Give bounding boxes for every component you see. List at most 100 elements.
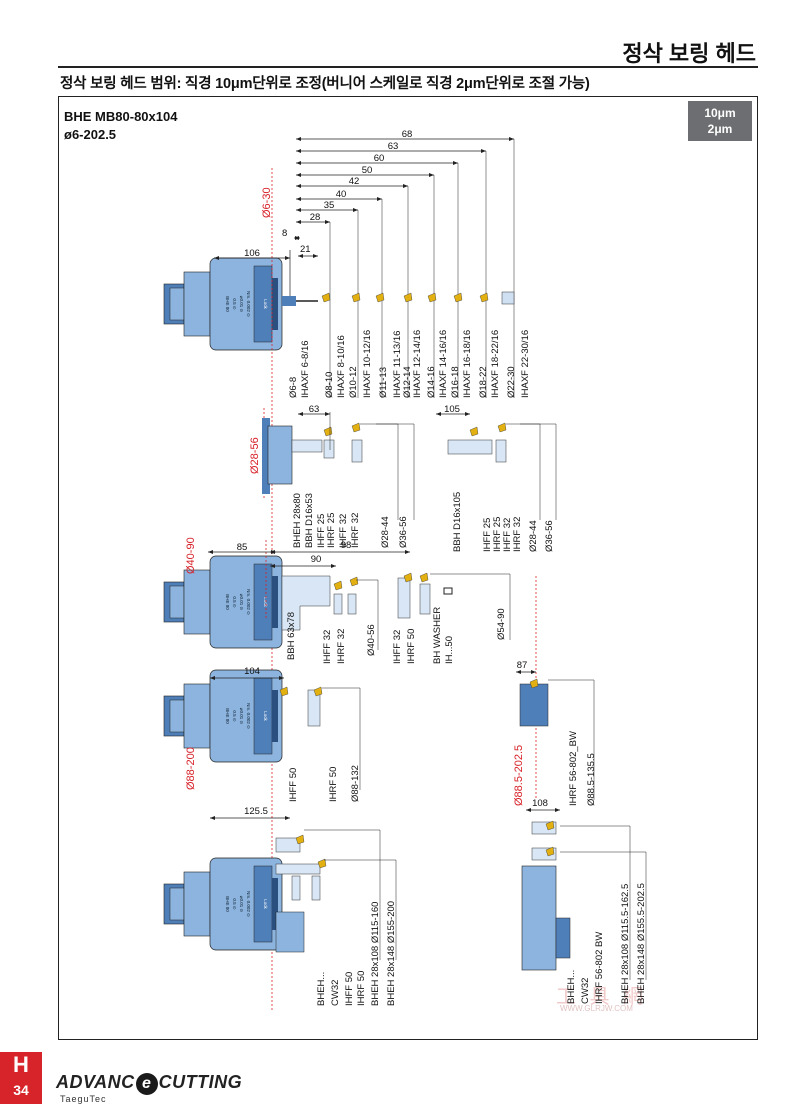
- head-1-slide: [253, 265, 273, 343]
- dim-106-arrow-r: [285, 256, 290, 260]
- dim-ladder-label-7: 68: [402, 129, 413, 140]
- model-block: BHE MB80-80x104 ø6-202.5: [64, 108, 177, 144]
- holder-7-body: [521, 865, 557, 971]
- section3-label-8: Ø54-90: [496, 608, 507, 640]
- head-1-shank-ring: [169, 287, 185, 321]
- dim-ladder-1-arrow-r: [353, 208, 358, 212]
- section5-label-0: IHRF 56-802_BW: [568, 731, 579, 806]
- dim-98-arrow-l: [270, 550, 275, 554]
- brand-e: e: [135, 1073, 158, 1095]
- head-4-scale-text-3: ⌀0.01 ⊙: [239, 708, 244, 725]
- section2b-label-0: BBH D16x105: [452, 492, 463, 552]
- bheh-108: [275, 837, 301, 853]
- section2a-label-6: Ø28-44: [380, 516, 391, 548]
- head-3-neck: [183, 569, 211, 635]
- dim-ladder-5-arrow-r: [453, 161, 458, 165]
- brand-sub: TaeguTec: [60, 1094, 107, 1104]
- dim-108-arrow-l: [526, 808, 531, 812]
- bar-3-2: [347, 593, 357, 615]
- section2a-label-1: BBH D16x53: [304, 493, 315, 548]
- section1-label-8: Ø12-14: [402, 366, 413, 398]
- section7-label-1: CW32: [580, 978, 591, 1004]
- section2b-label-2: IHRF 25: [492, 517, 503, 552]
- dim-85-label: 85: [237, 542, 248, 553]
- dim-106-label: 106: [244, 248, 260, 259]
- bar-6-2: [311, 875, 321, 901]
- insert-7-2: [545, 846, 555, 857]
- bar-2a-2: [323, 439, 335, 459]
- dim-ladder-2-arrow-r: [377, 197, 382, 201]
- head-6-scale-text-3: ⌀0.01 ⊙: [239, 896, 244, 913]
- tool-holder-1: [282, 296, 296, 306]
- section1-range: Ø6-30: [261, 187, 273, 218]
- brand-pre: ADVANC: [56, 1072, 135, 1092]
- section2a-label-5: IHRF 32: [350, 513, 361, 548]
- insert-5: [529, 678, 539, 689]
- watermark-url: WWW.GLRJW.COM: [560, 1004, 633, 1013]
- head-4-lock-text: Lock: [263, 711, 268, 721]
- section7-label-2: IHRF 56-802 BW: [594, 932, 605, 1004]
- insert-3-4: [419, 572, 429, 583]
- head-1-scale-text-1: BHE 80: [225, 296, 230, 312]
- section1-label-6: Ø11-13: [378, 367, 389, 398]
- insert-2a-1: [323, 426, 333, 437]
- dim-87-label: 87: [517, 660, 528, 671]
- dim-ladder-label-0: 28: [310, 212, 321, 223]
- dim-ladder-label-2: 40: [336, 189, 347, 200]
- drawing-frame: [58, 96, 758, 1040]
- insert-6-2: [317, 858, 327, 869]
- section2b-label-6: Ø36-56: [544, 520, 555, 552]
- insert-3-2: [349, 576, 359, 587]
- insert-4-1: [279, 686, 289, 697]
- section1-label-17: IHAXF 22-30/16: [520, 330, 531, 398]
- section2a-label-0: BHEH 28x80: [292, 493, 303, 548]
- head-3-scale-text-3: ⌀0.01 ⊙: [239, 594, 244, 611]
- insert-1-3: [403, 292, 413, 303]
- dim-90-arrow-l: [270, 564, 275, 568]
- insert-2a-2: [351, 422, 361, 433]
- bar-2b: [447, 439, 493, 455]
- dim-85-arrow-l: [208, 550, 213, 554]
- insert-7-1: [545, 820, 555, 831]
- watermark: 工 具 網: [556, 986, 648, 1008]
- section1-label-13: IHAXF 16-18/16: [462, 330, 473, 398]
- insert-1-6: [479, 292, 489, 303]
- head-3-shank-ring: [169, 585, 185, 619]
- dim-21-arrow-r: [313, 254, 318, 258]
- dim-ladder-6-arrow-l: [296, 149, 301, 153]
- head-6-scale-text-1: BHE 80: [225, 896, 230, 912]
- head-4-shank-ring: [169, 699, 185, 733]
- section7-label-3: BHEH 28x108 Ø115.5-162.5: [620, 884, 631, 1004]
- head-4-neck: [183, 683, 211, 749]
- dim-63-arrow-l: [298, 412, 303, 416]
- dim-ladder-1-arrow-l: [296, 208, 301, 212]
- section1-label-4: Ø10-12: [348, 366, 359, 398]
- dim-8-label: 8: [282, 228, 287, 239]
- insert-1-0: [321, 292, 331, 303]
- head-3-slide: [253, 563, 273, 641]
- section1-label-16: Ø22-30: [506, 366, 517, 398]
- section6-label-1: CW32: [330, 980, 341, 1006]
- head-3-edge: [272, 576, 278, 628]
- head-4-scale-text-1: BHE 80: [225, 708, 230, 724]
- dim-104-label: 104: [244, 666, 260, 677]
- section2b-label-4: IHRF 32: [512, 517, 523, 552]
- dim-ladder-0-arrow-l: [296, 220, 301, 224]
- head-6-scale-text-2: 0.5 ⊙: [232, 898, 237, 910]
- dim-106-arrow-l: [214, 256, 219, 260]
- section3-label-0: BBH 63x78: [286, 612, 297, 660]
- section1-label-2: Ø8-10: [324, 372, 335, 398]
- model-name: BHE MB80-80x104: [64, 109, 178, 124]
- section3-label-5: IHRF 50: [406, 629, 417, 664]
- section4-label-1: IHRF 50: [328, 767, 339, 802]
- insert-1-5: [453, 292, 463, 303]
- head-6-slide: [253, 865, 273, 943]
- section1-label-14: Ø18-22: [478, 366, 489, 398]
- head-1-scale-text-4: Nm. 0.002 ⊙: [246, 291, 251, 317]
- bheh-148: [275, 863, 321, 875]
- head-6-shank-ring: [169, 887, 185, 921]
- bar-2a-3: [351, 439, 363, 463]
